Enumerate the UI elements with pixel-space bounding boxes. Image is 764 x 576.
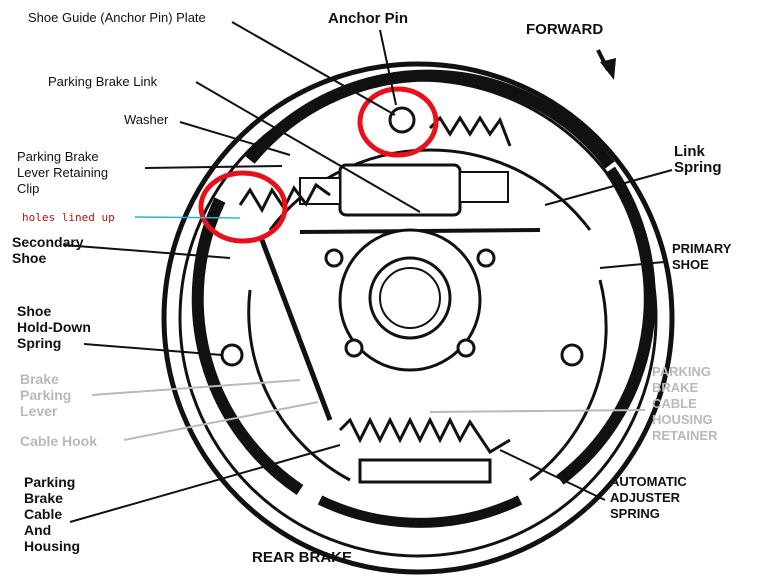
leader-link-spring xyxy=(544,169,673,206)
stud-2 xyxy=(476,248,496,268)
wheel-cylinder-right-boot xyxy=(459,171,509,203)
adjuster-screw xyxy=(358,458,492,484)
hold-down-spring-right xyxy=(560,343,584,367)
leader-anchor-pin xyxy=(379,29,397,106)
leader-cable-housing xyxy=(69,444,341,523)
primary-shoe-lining xyxy=(556,166,656,485)
leader-washer xyxy=(179,121,291,156)
upper-spring-right xyxy=(428,115,512,147)
shoe-web-right xyxy=(529,279,608,482)
rear-brake-title: REAR BRAKE xyxy=(252,549,353,566)
leader-housing-retainer xyxy=(429,409,646,413)
secondary-shoe-label: Secondary Shoe xyxy=(12,234,84,266)
shoe-web-lower xyxy=(247,289,351,482)
leader-parking-brake-link xyxy=(195,81,421,213)
leader-shoe-guide xyxy=(231,21,396,116)
wheel-cylinder-left-boot xyxy=(299,177,341,205)
bottom-lining xyxy=(317,495,523,528)
leader-hold-down xyxy=(83,343,223,356)
brake-shoe-lining xyxy=(245,69,615,169)
secondary-shoe-lining xyxy=(191,197,304,495)
parking-lever xyxy=(259,239,333,421)
leader-lever-clip xyxy=(144,165,283,169)
hold-down-spring-left xyxy=(220,343,244,367)
shoe-guide-label: Shoe Guide (Anchor Pin) Plate xyxy=(28,10,206,25)
holes-lined-up-note: holes lined up xyxy=(22,211,115,224)
wheel-cylinder xyxy=(338,163,462,217)
leader-adjuster xyxy=(499,449,606,501)
leader-cable-hook xyxy=(123,401,319,441)
parking-lever-label: Brake Parking Lever xyxy=(20,371,72,419)
stud-1 xyxy=(324,248,344,268)
anchor-pin-label: Anchor Pin xyxy=(328,10,409,27)
leader-primary-shoe xyxy=(599,261,665,269)
anchor-pin xyxy=(388,106,416,134)
parking-brake-link-label: Parking Brake Link xyxy=(48,74,158,89)
anchor-pin-highlight xyxy=(357,86,439,158)
stud-4 xyxy=(456,338,476,358)
cable-and-housing-label: Parking Brake Cable And Housing xyxy=(24,474,80,554)
hub-center xyxy=(368,256,452,340)
cable-housing-retainer-label: PARKING BRAKE CABLE HOUSING RETAINER xyxy=(652,364,718,443)
adjuster-spring-label: AUTOMATIC ADJUSTER SPRING xyxy=(610,474,687,521)
forward-label: FORWARD xyxy=(526,21,604,38)
washer-label: Washer xyxy=(124,112,169,127)
stud-3 xyxy=(344,338,364,358)
cable-hook-label: Cable Hook xyxy=(20,433,98,449)
leader-parking-lever xyxy=(91,379,301,396)
forward-arrow-head xyxy=(600,58,616,80)
link-spring-label: Link Spring xyxy=(674,143,722,176)
lever-retaining-clip-label: Parking Brake Lever Retaining Clip xyxy=(17,149,109,196)
leader-secondary-shoe xyxy=(63,244,231,259)
adjuster-spring xyxy=(338,416,511,455)
primary-shoe-label: PRIMARY SHOE xyxy=(672,241,732,272)
holes-highlight xyxy=(198,170,288,244)
holes-note-line xyxy=(134,216,241,219)
hub-bearing xyxy=(379,267,441,329)
hold-down-spring-label: Shoe Hold-Down Spring xyxy=(17,303,91,351)
